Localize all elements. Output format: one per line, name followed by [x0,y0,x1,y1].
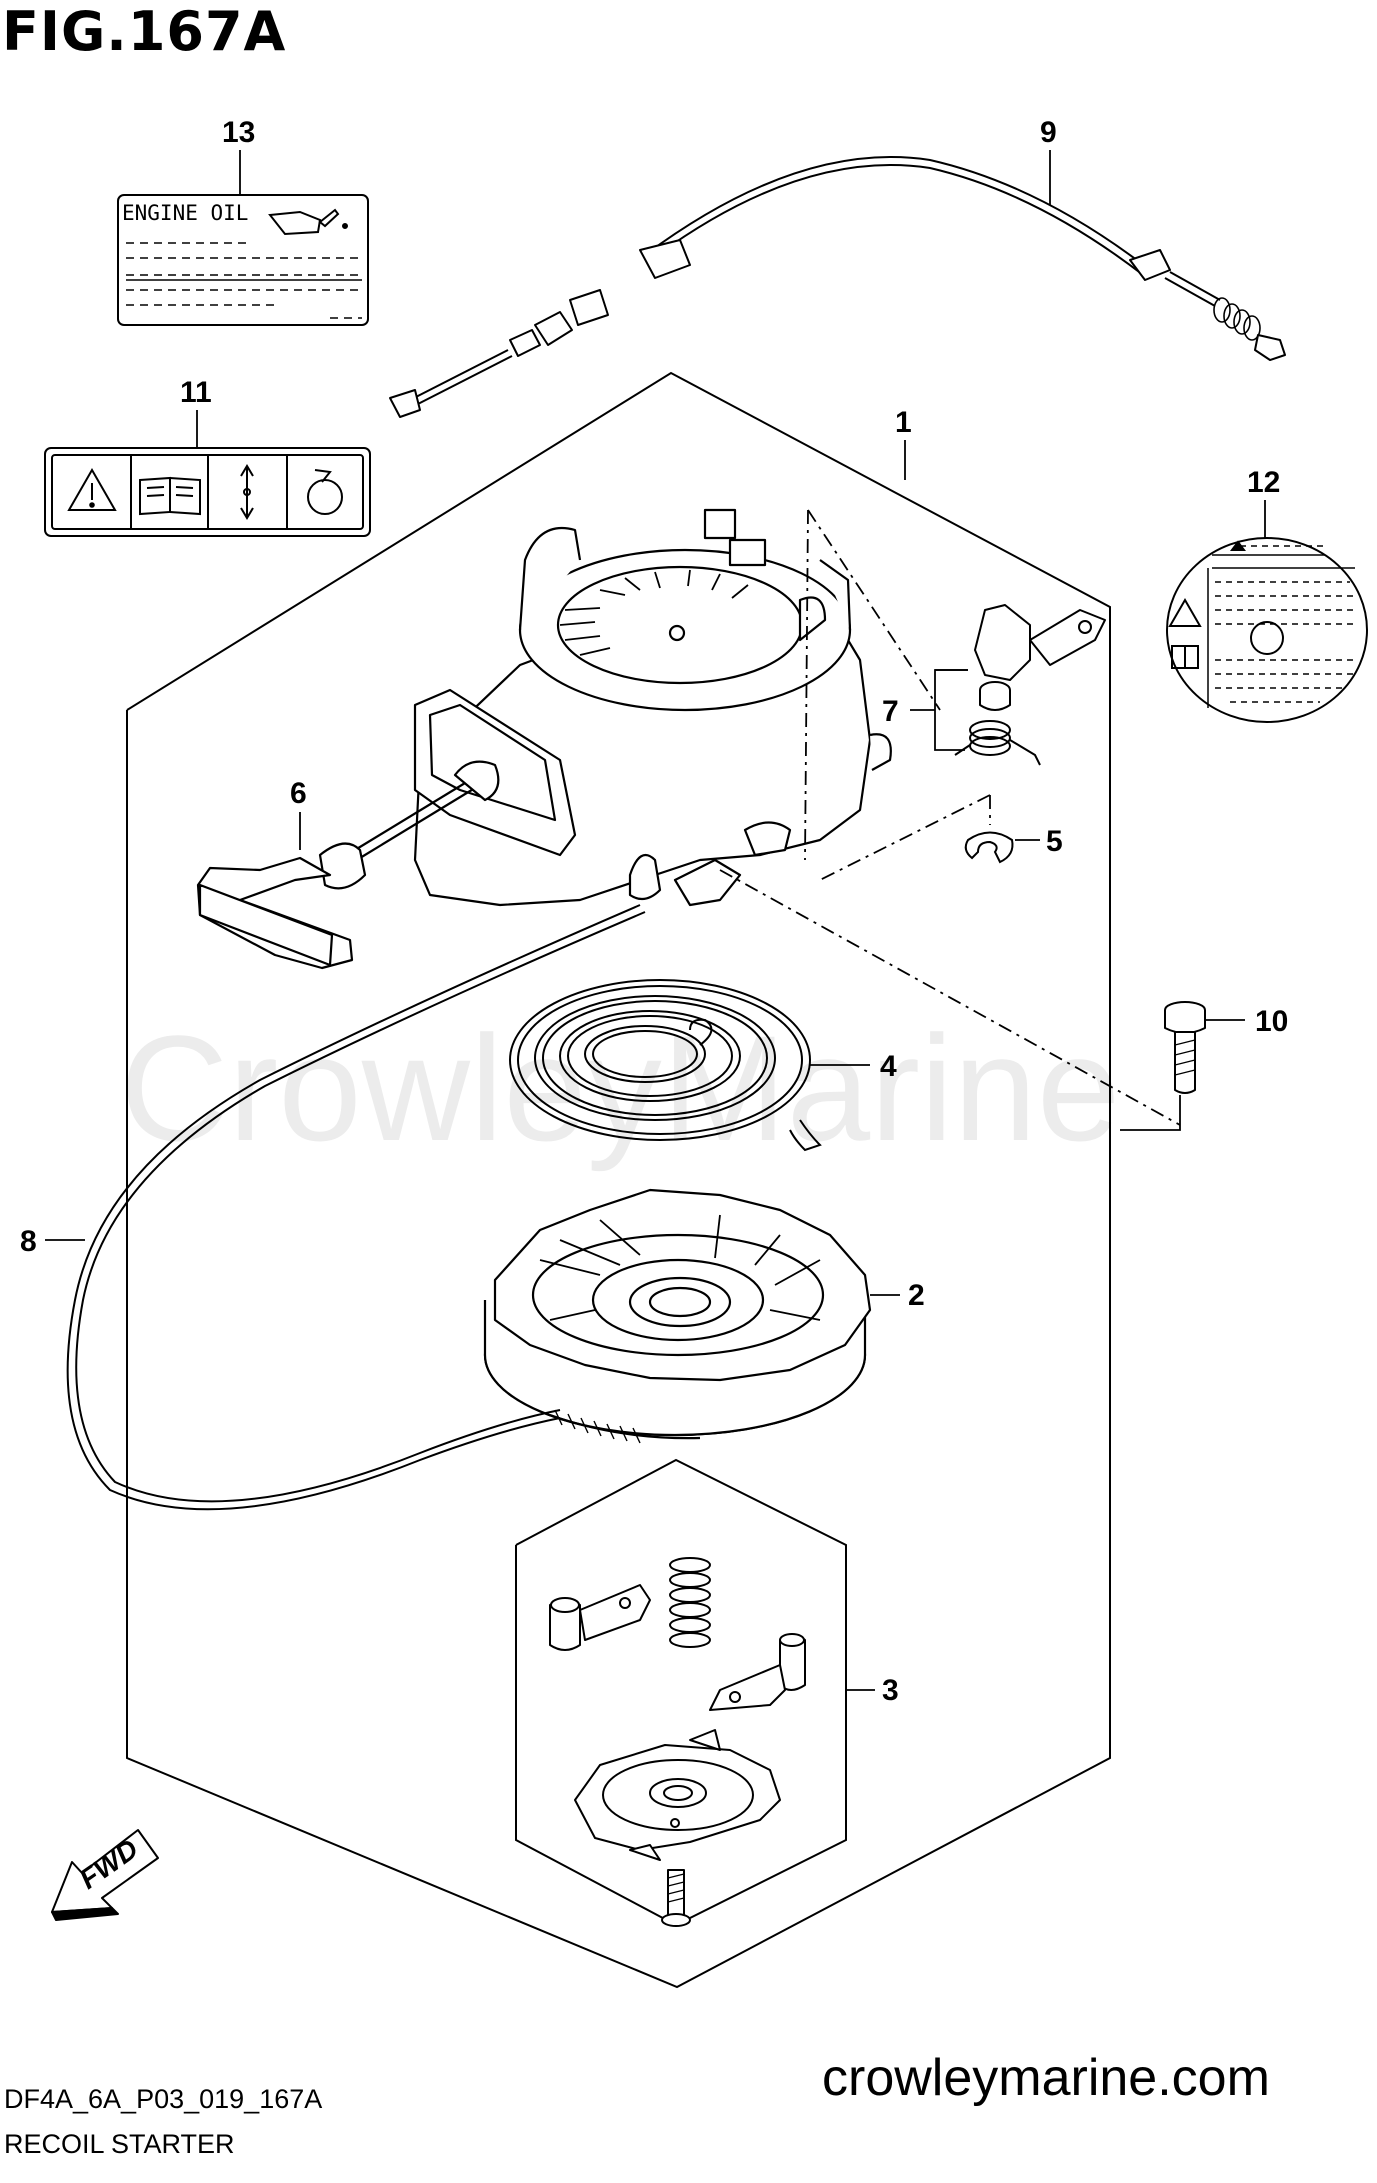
round-label-warning-icon [1168,597,1202,627]
bolt [1164,1001,1206,1094]
round-label [1166,537,1368,723]
fwd-arrow [51,1829,159,1921]
engine-oil-text: ENGINE OIL [122,201,248,225]
assembly-frame [126,371,1111,1989]
starter-rope [66,904,646,1511]
callout-3: 3 [882,1674,899,1707]
watermark: CrowleyMarine [120,1004,1120,1172]
round-label-book-icon [1171,645,1199,669]
callout-8: 8 [20,1225,37,1258]
up-down-arrow-icon [240,464,254,520]
drawing-code: DF4A_6A_P03_019_167A [4,2084,322,2114]
lock-spring [954,720,1041,766]
starter-lock-cable [389,156,1286,418]
figure-title: FIG.167A [2,0,286,63]
recoil-spring [509,979,822,1152]
e-ring [964,831,1014,864]
callout-4: 4 [880,1050,897,1083]
callout-9: 9 [1040,116,1057,149]
callout-10: 10 [1255,1005,1288,1038]
warning-label [44,447,371,537]
pull-handle [196,760,500,970]
callout-13: 13 [222,116,255,149]
warning-triangle-icon [67,467,117,511]
website-credit: crowleymarine.com [822,2049,1270,2107]
ratchet-parts [549,1557,806,1927]
ratchet-kit-frame [515,1458,847,1927]
callout-1: 1 [895,406,912,439]
callout-2: 2 [908,1279,925,1312]
callout-5: 5 [1046,825,1063,858]
callout-12: 12 [1247,466,1280,499]
section-name: RECOIL STARTER [4,2129,235,2159]
callout-6: 6 [290,777,307,810]
leader-lines [45,150,1266,1691]
starter-housing [413,508,892,907]
knob-icon [307,469,343,515]
engine-oil-label [117,194,369,326]
lock-lever [974,604,1106,711]
callout-11: 11 [180,376,212,409]
callout-7: 7 [882,695,899,728]
starter-reel [483,1188,872,1444]
manual-book-icon [139,476,201,516]
